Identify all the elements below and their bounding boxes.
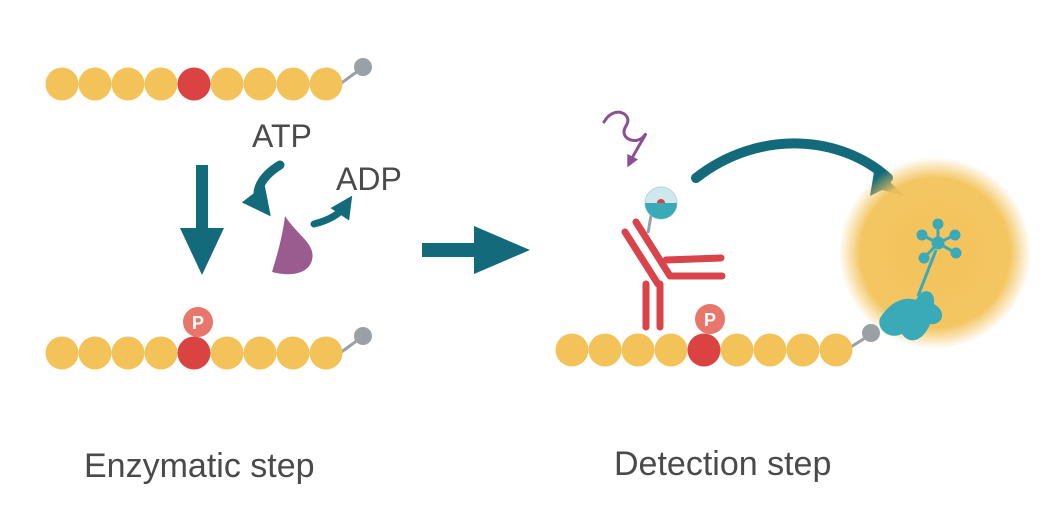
acceptor-dye bbox=[916, 218, 962, 264]
amino-acid-bead bbox=[111, 67, 145, 101]
substrate-peptide bbox=[45, 58, 372, 101]
amino-acid-bead bbox=[45, 67, 79, 101]
acceptor-fluorophore bbox=[879, 218, 962, 341]
substrate-tag-bead bbox=[354, 58, 372, 76]
amino-acid-bead bbox=[720, 333, 754, 367]
product-phosphate: P bbox=[183, 307, 213, 337]
enzymatic-step-caption: Enzymatic step bbox=[84, 447, 315, 485]
amino-acid-bead bbox=[210, 67, 244, 101]
donor-core bbox=[657, 199, 665, 203]
substrate-bead-chain bbox=[45, 67, 343, 101]
amino-acid-bead bbox=[243, 67, 277, 101]
product-tag-bead bbox=[354, 327, 372, 345]
amino-acid-bead bbox=[111, 336, 145, 370]
amino-acid-bead bbox=[78, 67, 112, 101]
amino-acid-bead bbox=[786, 333, 820, 367]
amino-acid-bead bbox=[210, 336, 244, 370]
phosphate-label: P bbox=[704, 310, 716, 330]
detected-tag-bead bbox=[862, 324, 880, 342]
detected-bead-chain bbox=[555, 333, 853, 367]
target-residue-bead bbox=[177, 67, 211, 101]
amino-acid-bead bbox=[555, 333, 589, 367]
product-bead-chain bbox=[45, 336, 343, 370]
phosphate-group bbox=[695, 304, 725, 334]
amino-acid-bead bbox=[78, 336, 112, 370]
amino-acid-bead bbox=[144, 336, 178, 370]
kinase-enzyme bbox=[272, 216, 313, 275]
donor-fluorophore bbox=[644, 186, 678, 234]
detected-peptide: P bbox=[555, 304, 880, 367]
amino-acid-bead bbox=[753, 333, 787, 367]
detected-phosphate: P bbox=[695, 304, 725, 334]
anti-phospho-antibody bbox=[621, 218, 726, 331]
amino-acid-bead bbox=[621, 333, 655, 367]
amino-acid-bead bbox=[588, 333, 622, 367]
amino-acid-bead bbox=[144, 67, 178, 101]
product-peptide: P bbox=[45, 307, 372, 370]
acceptor-body bbox=[879, 291, 943, 341]
atp-label: ATP bbox=[252, 118, 312, 154]
amino-acid-bead bbox=[45, 336, 79, 370]
adp-label: ADP bbox=[336, 161, 402, 197]
amino-acid-bead bbox=[654, 333, 688, 367]
target-residue-bead bbox=[177, 336, 211, 370]
amino-acid-bead bbox=[309, 336, 343, 370]
amino-acid-bead bbox=[276, 67, 310, 101]
amino-acid-bead bbox=[243, 336, 277, 370]
phosphate-label: P bbox=[192, 313, 204, 333]
reaction-down-arrow bbox=[180, 165, 224, 275]
step-transition-arrow bbox=[422, 226, 530, 274]
amino-acid-bead bbox=[276, 336, 310, 370]
donor-bead-lower-half bbox=[645, 203, 677, 219]
energy-transfer-arrow bbox=[691, 138, 893, 183]
detection-step-caption: Detection step bbox=[614, 445, 831, 483]
amino-acid-bead bbox=[819, 333, 853, 367]
phosphate-group bbox=[183, 307, 213, 337]
excitation-photon bbox=[602, 110, 647, 168]
target-residue-bead bbox=[687, 333, 721, 367]
atp-curved-arrow bbox=[241, 160, 285, 217]
adp-curved-arrow bbox=[310, 195, 353, 228]
acceptor-stem bbox=[916, 249, 938, 297]
amino-acid-bead bbox=[309, 67, 343, 101]
